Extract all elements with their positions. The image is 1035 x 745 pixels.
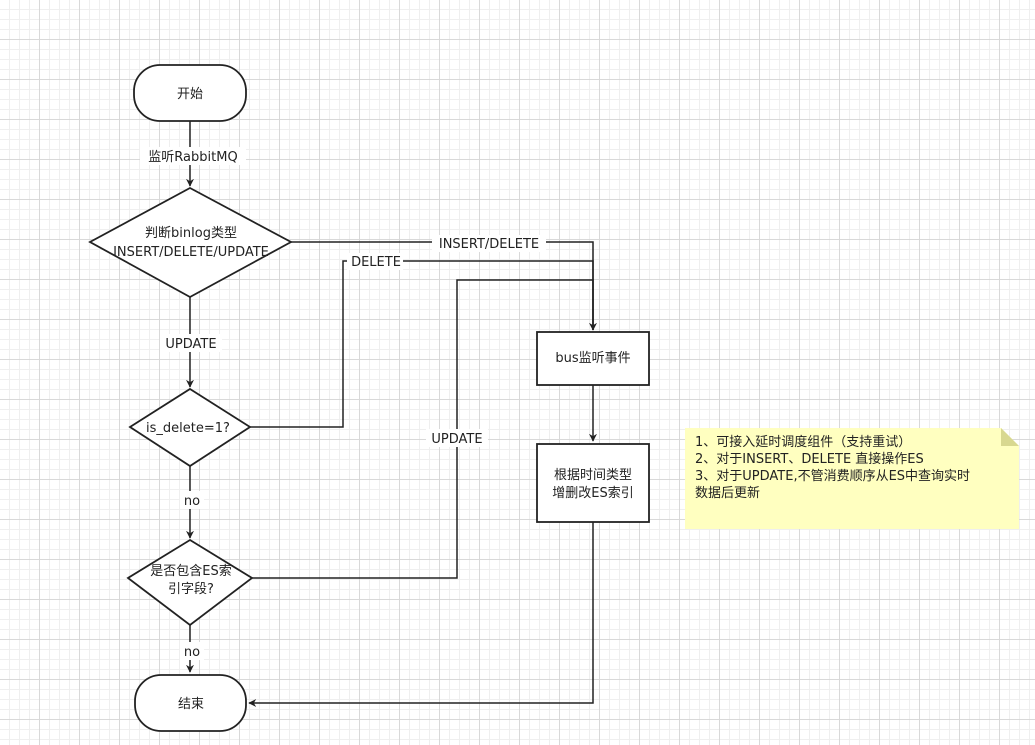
note-line-2: 2、对于INSERT、DELETE 直接操作ES: [695, 452, 924, 467]
contains-es-field-node: 是否包含ES索 引字段?: [126, 538, 254, 627]
edge-label-insert-delete: INSERT/DELETE: [439, 237, 539, 252]
note-line-3: 3、对于UPDATE,不管消费顺序从ES中查询实时: [695, 469, 971, 484]
edge-contains-to-bus: [252, 279, 594, 579]
is-delete-label: is_delete=1?: [146, 421, 230, 436]
contains-es-label-2: 引字段?: [168, 582, 214, 597]
edge-es-index-to-end: [248, 522, 594, 707]
edge-judge-to-bus-insert-delete: [291, 241, 597, 331]
edge-label-no-2: no: [184, 645, 200, 660]
update-es-index-label-1: 根据时间类型: [554, 468, 632, 483]
judge-binlog-label-1: 判断binlog类型: [145, 226, 237, 241]
start-node: 开始: [133, 64, 247, 122]
edge-label-no-1: no: [184, 494, 200, 509]
note-line-1: 1、可接入延时调度组件（支持重试）: [695, 435, 912, 450]
edge-label-listen-rabbitmq: 监听RabbitMQ: [148, 150, 237, 165]
end-node: 结束: [134, 674, 247, 732]
update-es-index-node: 根据时间类型 增删改ES索引: [536, 443, 650, 523]
note-line-4: 数据后更新: [695, 486, 761, 501]
start-label: 开始: [177, 87, 203, 102]
edge-label-update-right: UPDATE: [431, 432, 482, 447]
judge-binlog-node: 判断binlog类型 INSERT/DELETE/UPDATE: [88, 186, 293, 299]
sticky-note: 1、可接入延时调度组件（支持重试） 2、对于INSERT、DELETE 直接操作…: [685, 428, 1019, 529]
end-label: 结束: [178, 697, 204, 712]
edge-label-delete: DELETE: [351, 255, 401, 270]
contains-es-label-1: 是否包含ES索: [150, 563, 231, 579]
bus-event-node: bus监听事件: [536, 331, 650, 386]
is-delete-node: is_delete=1?: [128, 387, 252, 468]
edge-label-update: UPDATE: [165, 337, 216, 352]
judge-binlog-label-2: INSERT/DELETE/UPDATE: [113, 245, 269, 260]
bus-event-label: bus监听事件: [555, 351, 630, 366]
update-es-index-label-2: 增删改ES索引: [552, 486, 633, 501]
